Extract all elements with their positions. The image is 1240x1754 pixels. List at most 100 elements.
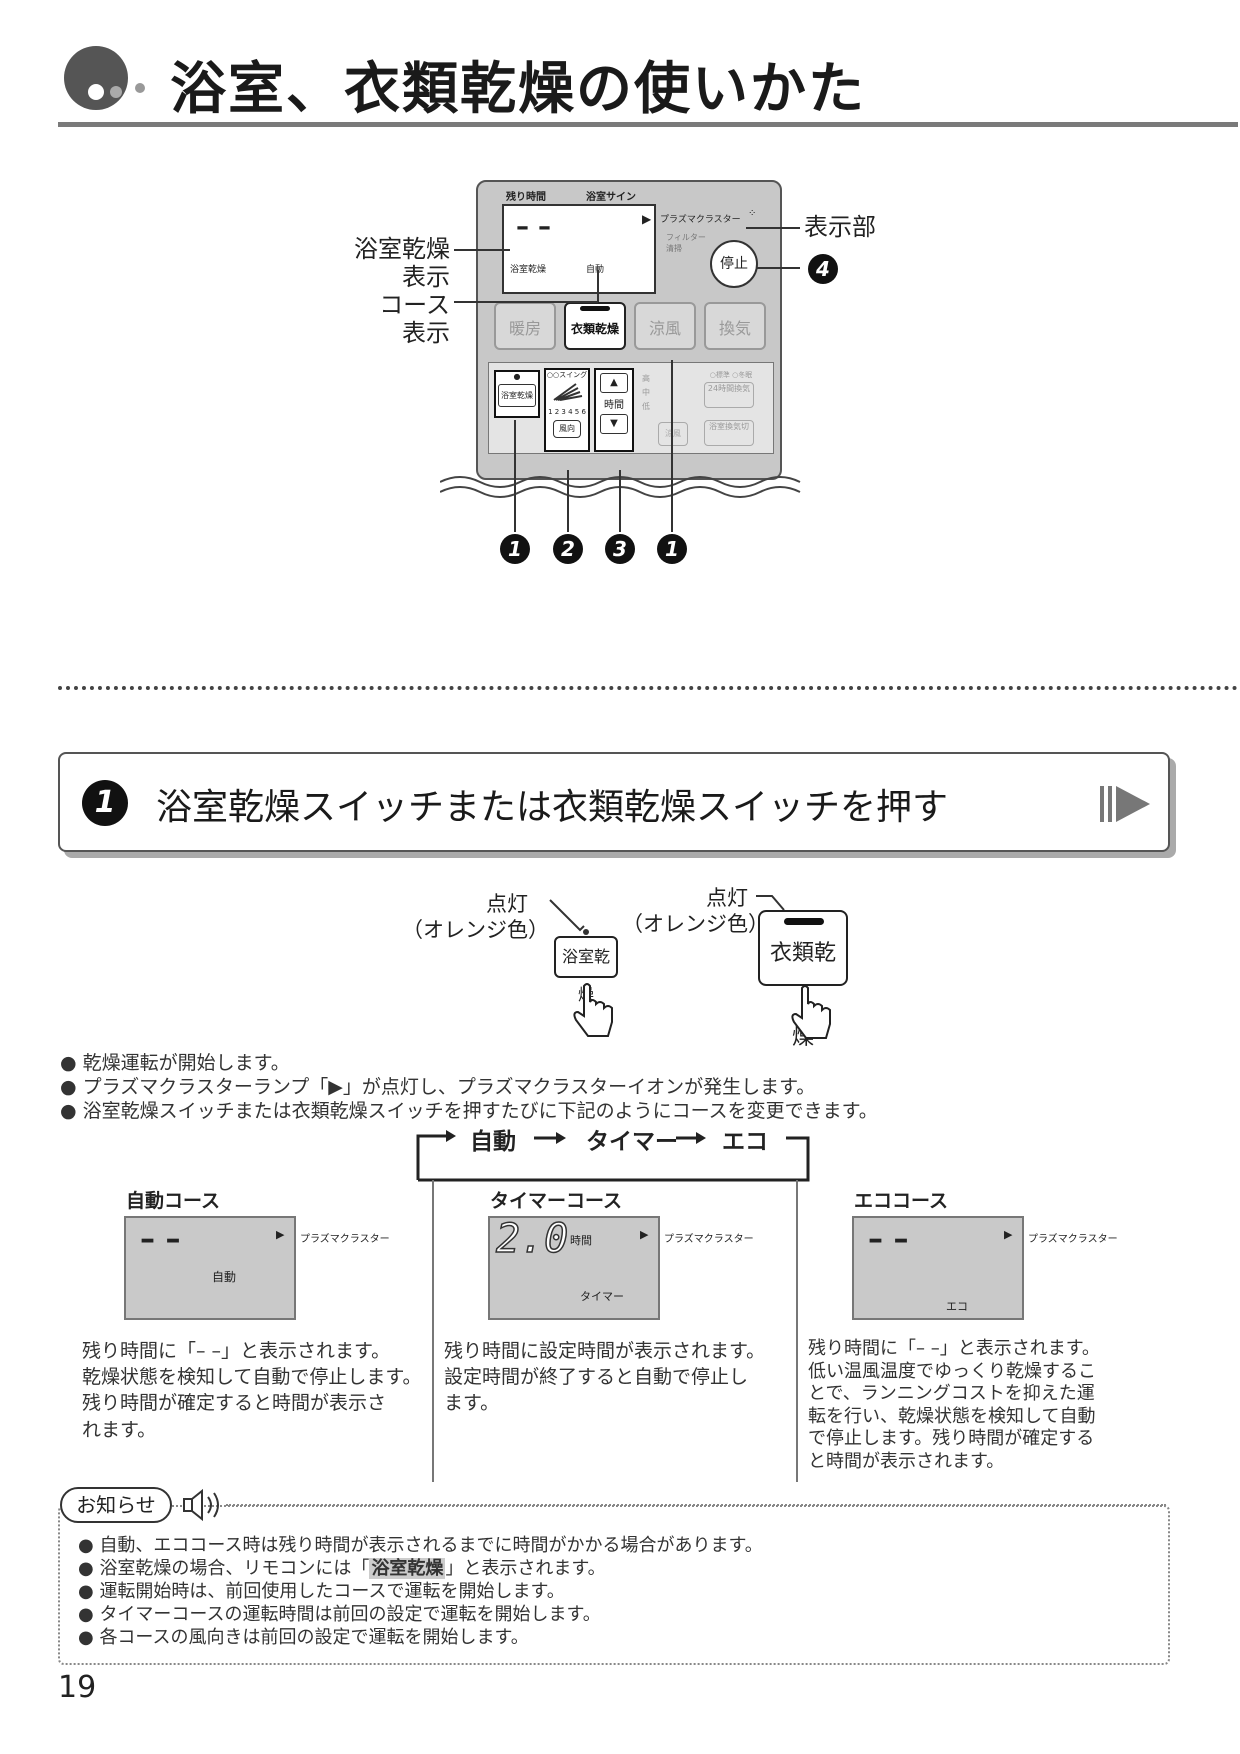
course-eco-desc-1: 残り時間に「– –」と表示されます。 xyxy=(808,1338,1100,1359)
swing-fan-icon xyxy=(553,383,583,401)
course-separator-1 xyxy=(432,1180,434,1482)
notice-item-5: ● 各コースの風向きは前回の設定で運転を開始します。 xyxy=(78,1627,529,1648)
plasma-logo-icon: ⁘ xyxy=(748,208,757,219)
course-eco-plasma: プラズマクラスター xyxy=(1028,1234,1118,1245)
fan-level-mid: 中 xyxy=(642,388,650,397)
notice-item-4: ● タイマーコースの運転時間は前回の設定で運転を開始します。 xyxy=(78,1604,601,1625)
clothes-dry-switch-demo[interactable]: 衣類乾燥 xyxy=(758,910,848,1050)
notice-badge: お知らせ xyxy=(60,1487,172,1523)
bullet-1-text: 乾燥運転が開始します。 xyxy=(82,1052,290,1074)
time-label: 時間 xyxy=(604,400,624,411)
pointing-hand-icon-2 xyxy=(791,985,831,1039)
course-timer-lcd-sub: タイマー xyxy=(580,1290,624,1303)
heating-button[interactable]: 暖房 xyxy=(494,302,556,350)
swing-panel: ○○スイング 1 2 3 4 5 6 風向 xyxy=(544,368,590,452)
fan-level-high: 高 xyxy=(642,374,650,383)
notice-item-4-text: タイマーコースの運転時間は前回の設定で運転を開始します。 xyxy=(99,1604,601,1625)
title-bullet-icon xyxy=(64,46,145,110)
bullet-1: ● 乾燥運転が開始します。 xyxy=(60,1052,290,1074)
course-auto-plasma-icon: ▶ xyxy=(276,1228,285,1241)
speaker-icon xyxy=(183,1488,219,1522)
page-number: 19 xyxy=(58,1670,97,1705)
course-eco-lcd: – – ▶ エコ xyxy=(852,1216,1024,1320)
bath-dry-switch[interactable]: 浴室乾燥 xyxy=(498,384,536,407)
switch-demo-lines xyxy=(549,895,785,935)
callout-lines xyxy=(454,227,800,532)
dotted-separator xyxy=(58,686,1238,690)
filter-label: フィルター清掃 xyxy=(666,233,706,253)
orange-label-clothes: （オレンジ色） xyxy=(622,912,769,936)
bath-display-callout: 浴室乾燥 表示 xyxy=(354,235,450,291)
notice-item-2-pre: 浴室乾燥の場合、リモコンには「 xyxy=(99,1558,370,1579)
bullet-3-text: 浴室乾燥スイッチまたは衣類乾燥スイッチを押すたびに下記のようにコースを変更できま… xyxy=(82,1100,878,1122)
lit-label-bath: 点灯 xyxy=(486,892,528,916)
course-auto-lcd-sub: 自動 xyxy=(212,1270,237,1284)
clothes-dry-lamp-demo xyxy=(784,918,824,925)
notice-item-3-text: 運転開始時は、前回使用したコースで運転を開始します。 xyxy=(99,1581,565,1602)
course-auto-lcd: – – ▶ 自動 xyxy=(124,1216,296,1320)
cool-air-button[interactable]: 涼風 xyxy=(634,302,696,350)
course-timer-lcd: 2.0 時間 ▶ タイマー xyxy=(488,1215,660,1320)
ventilation-button[interactable]: 換気 xyxy=(704,302,766,350)
bath-dry-lamp-icon: ● xyxy=(513,372,521,381)
course-eco-desc-2: 低い温風温度でゆっくり乾燥するこ xyxy=(808,1360,1096,1382)
course-timer-lcd-unit: 時間 xyxy=(570,1234,592,1247)
course-auto-desc: 残り時間に「– –」と表示されます。 乾燥状態を検知して自動で停止します。 残り… xyxy=(82,1338,422,1443)
swing-label: ○○スイング xyxy=(546,371,588,379)
notice-box xyxy=(58,1505,1170,1665)
time-up-button[interactable]: ▲ xyxy=(600,373,628,393)
callout-number-1a: 1 xyxy=(500,534,530,564)
step-instruction: 浴室乾燥スイッチまたは衣類乾燥スイッチを押す xyxy=(156,787,949,828)
course-eco-title: エココース xyxy=(854,1190,949,1212)
pointing-hand-icon xyxy=(573,983,613,1037)
clothes-dry-lamp xyxy=(580,306,610,311)
notice-item-2-post: 」と表示されます。 xyxy=(445,1558,606,1579)
wind-direction-button[interactable]: 風向 xyxy=(553,420,581,438)
24h-ventilation-button[interactable]: 24時間換気 xyxy=(704,382,754,408)
lcd-screen: – – ▶ 浴室乾燥 自動 xyxy=(502,204,656,294)
course-timer-desc-2: 設定時間が終了すると自動で停止し xyxy=(444,1366,749,1389)
course-timer-lcd-main: 2.0 xyxy=(495,1215,569,1263)
course-eco-desc: 残り時間に「– –」と表示されます。 低い温風温度でゆっくり乾燥するこ とで、ラ… xyxy=(808,1338,1168,1473)
callout-number-1b: 1 xyxy=(657,534,687,564)
step-box: 1 浴室乾燥スイッチまたは衣類乾燥スイッチを押す xyxy=(58,752,1170,852)
time-panel: ▲ 時間 ▼ xyxy=(594,368,634,452)
bullet-3: ● 浴室乾燥スイッチまたは衣類乾燥スイッチを押すたびに下記のようにコースを変更で… xyxy=(60,1100,878,1122)
notice-item-5-text: 各コースの風向きは前回の設定で運転を開始します。 xyxy=(99,1627,529,1648)
cycle-timer: タイマー xyxy=(586,1129,678,1155)
course-timer-desc-1: 残り時間に設定時間が表示されます。 xyxy=(444,1340,766,1362)
course-auto-desc-2: 乾燥状態を検知して自動で停止します。 xyxy=(82,1366,422,1389)
course-eco-desc-5: で停止します。残り時間が確定する xyxy=(808,1428,1095,1449)
bath-vent-off-button[interactable]: 浴室換気切 xyxy=(704,420,754,446)
time-down-button[interactable]: ▼ xyxy=(600,414,628,434)
course-auto-desc-3: 残り時間が確定すると時間が表示さ xyxy=(82,1392,387,1415)
cycle-auto: 自動 xyxy=(470,1129,516,1155)
callout-number-2: 2 xyxy=(553,534,583,564)
course-timer-desc: 残り時間に設定時間が表示されます。 設定時間が終了すると自動で停止し ます。 xyxy=(444,1338,790,1417)
page-title: 浴室、衣類乾燥の使いかた xyxy=(170,57,866,122)
notice-item-1: ● 自動、エココース時は残り時間が表示されるまでに時間がかかる場合があります。 xyxy=(78,1535,763,1556)
course-cycle-arrows xyxy=(416,1130,810,1182)
course-eco-desc-3: とで、ランニングコストを抑えた運 xyxy=(808,1383,1095,1404)
bath-dry-switch-frame: ● 浴室乾燥 xyxy=(494,370,540,418)
course-eco-lcd-sub: エコ xyxy=(946,1300,968,1313)
notice-item-3: ● 運転開始時は、前回使用したコースで運転を開始します。 xyxy=(78,1581,565,1602)
callout-number-4: 4 xyxy=(808,254,838,284)
course-timer-desc-3: ます。 xyxy=(444,1392,500,1415)
course-auto-plasma: プラズマクラスター xyxy=(300,1234,390,1245)
course-auto-lcd-main: – – xyxy=(140,1222,181,1257)
page-header: 浴室、衣類乾燥の使いかた xyxy=(58,40,1238,132)
course-display-callout: コース 表示 xyxy=(379,291,450,347)
lit-label-clothes: 点灯 xyxy=(706,886,748,910)
cycle-eco: エコ xyxy=(722,1129,768,1155)
plasma-label: プラズマクラスター xyxy=(660,215,741,225)
stop-button[interactable]: 停止 xyxy=(710,240,758,288)
lcd-course: 自動 xyxy=(586,265,605,275)
course-eco-plasma-icon: ▶ xyxy=(1004,1228,1013,1241)
notice-top-rule xyxy=(226,1504,1166,1506)
bath-dry-switch-demo[interactable]: 浴室乾燥 xyxy=(554,936,618,1004)
course-auto-desc-4: れます。 xyxy=(82,1418,157,1441)
plasma-lamp-icon: ▶ xyxy=(642,212,652,226)
next-arrow-icon xyxy=(1100,786,1150,822)
course-eco-lcd-main: – – xyxy=(868,1222,909,1257)
